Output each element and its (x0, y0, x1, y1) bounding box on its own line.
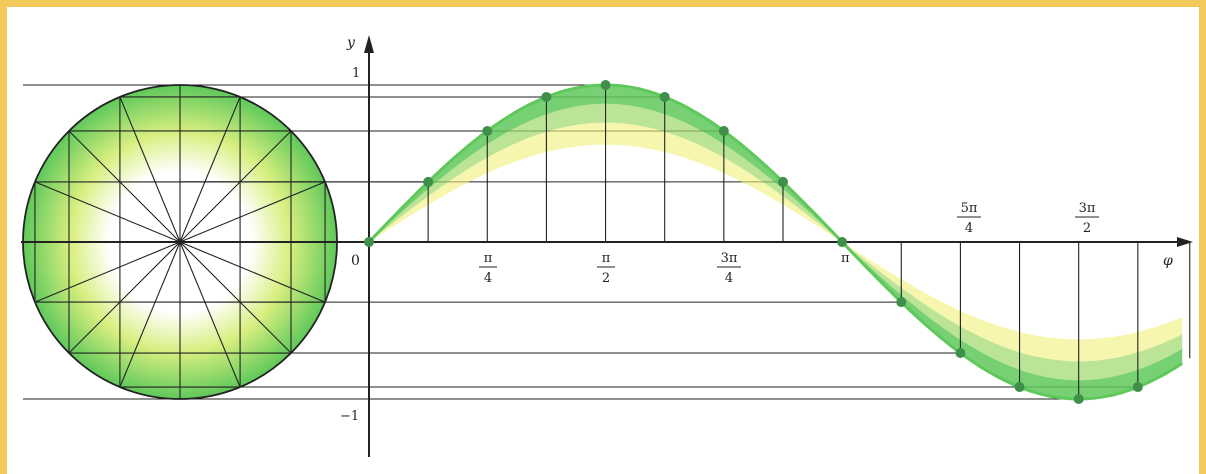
y-tick-1-label: 1 (352, 66, 360, 81)
ordinate-lines (427, 85, 1191, 399)
tick-3pi-over-2-den: 2 (1083, 221, 1091, 236)
tick-pi: π (841, 251, 850, 266)
tick-pi-over-2: π 2 (597, 251, 615, 286)
curve-point (777, 176, 788, 187)
tick-5pi-over-4: 5π 4 (957, 201, 981, 236)
curve-point (837, 237, 848, 247)
curve-point (1132, 382, 1143, 393)
y-tick-minus1-label: −1 (340, 409, 359, 424)
circle-radius-line (179, 181, 326, 243)
curve-point (482, 125, 493, 136)
sine-curve (367, 83, 1184, 401)
curve-point (423, 176, 434, 187)
curve-point (659, 91, 670, 102)
circle-radius-line (68, 130, 181, 243)
circle-radius-line (68, 241, 181, 354)
tick-pi-over-4-den: 4 (484, 271, 492, 286)
diagram-frame: y φ 0 1 −1 π 4 π 2 3π 4 π 5π 4 3π (7, 7, 1199, 474)
x-axis-arrow (1177, 237, 1193, 247)
circle-radius-line (179, 241, 241, 388)
circle-radius-line (179, 241, 292, 354)
curve-point (718, 125, 729, 136)
curve-point (364, 237, 374, 247)
circle-radius-line (34, 241, 181, 303)
origin-label: 0 (351, 253, 360, 269)
curve-point (955, 348, 966, 359)
sample-points (364, 80, 1143, 404)
tick-pi-over-2-num: π (602, 251, 611, 266)
tick-5pi-over-4-den: 4 (965, 221, 973, 236)
curve-point (600, 80, 611, 90)
curve-point (1073, 394, 1084, 404)
curve-point (1014, 382, 1025, 393)
x-axis-label: φ (1163, 253, 1173, 269)
tick-3pi-over-4-den: 4 (725, 271, 733, 286)
tick-3pi-over-2: 3π 2 (1075, 201, 1099, 236)
circle-radius-line (179, 241, 326, 303)
y-axis-label: y (346, 35, 356, 51)
tick-pi-over-2-den: 2 (602, 271, 610, 286)
tick-pi-over-4: π 4 (479, 251, 497, 286)
circle-radius-line (34, 181, 181, 243)
circle-radius-line (119, 96, 181, 243)
y-axis-arrow (364, 35, 374, 53)
tick-3pi-over-2-num: 3π (1079, 201, 1096, 216)
sine-unit-circle-diagram: y φ 0 1 −1 π 4 π 2 3π 4 π 5π 4 3π (21, 35, 1193, 457)
circle-radius-line (119, 241, 181, 388)
curve-point (541, 91, 552, 102)
tick-3pi-over-4-num: 3π (721, 251, 738, 266)
tick-3pi-over-4: 3π 4 (717, 251, 741, 286)
tick-5pi-over-4-num: 5π (961, 201, 978, 216)
curve-point (896, 297, 907, 308)
circle-radius-line (179, 130, 292, 243)
tick-pi-over-4-num: π (484, 251, 493, 266)
circle-radius-line (179, 96, 241, 243)
